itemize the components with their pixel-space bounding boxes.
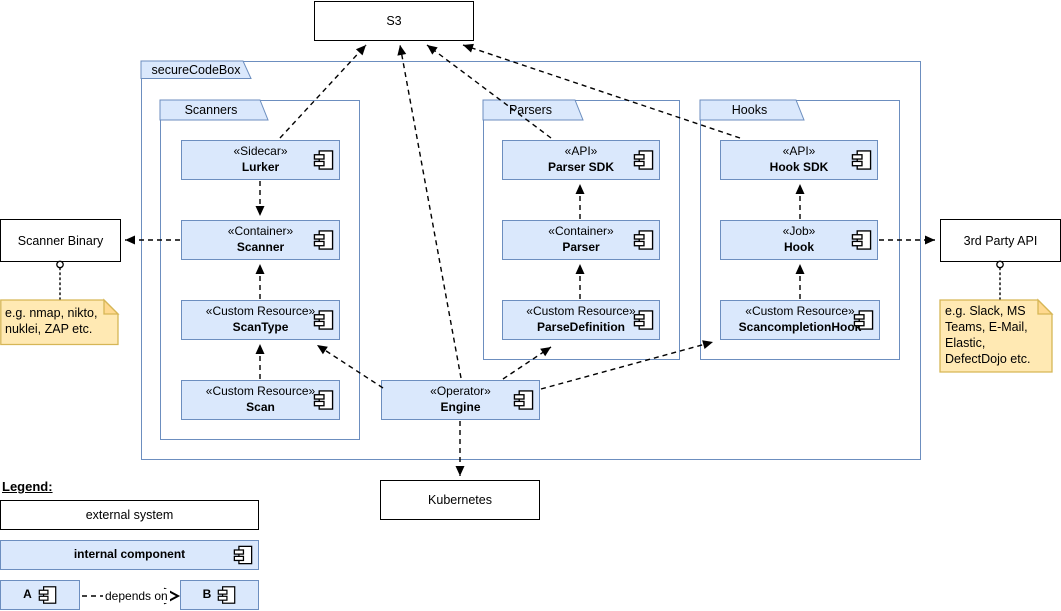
legend-internal-component[interactable]: internal component (0, 540, 259, 570)
legend-internal-component-label: internal component (73, 547, 186, 562)
note-anchor-scanner-binary (56, 260, 64, 269)
node-kubernetes[interactable]: Kubernetes (380, 480, 540, 520)
component-scantype[interactable]: «Custom Resource» ScanType (181, 300, 340, 340)
component-icon (633, 150, 654, 170)
component-icon (313, 230, 334, 250)
legend-node-a-label: A (23, 587, 32, 602)
component-name: Scanner (236, 240, 285, 254)
component-name: Hook SDK (769, 160, 829, 174)
legend-external-system[interactable]: external system (0, 500, 259, 530)
component-stereotype: «Custom Resource» (526, 304, 636, 319)
component-icon (218, 586, 236, 604)
component-stereotype: «API» (782, 144, 816, 159)
component-stereotype: «Operator» (430, 384, 491, 399)
component-icon (513, 390, 534, 410)
component-stereotype: «Sidecar» (233, 144, 288, 159)
component-name: ParseDefinition (536, 320, 626, 334)
group-hooks-label: Hooks (731, 103, 768, 117)
component-icon (633, 230, 654, 250)
component-name: Parser (562, 240, 600, 254)
component-name: Engine (440, 400, 481, 414)
component-parser[interactable]: «Container» Parser (502, 220, 660, 260)
component-parser-sdk[interactable]: «API» Parser SDK (502, 140, 660, 180)
node-scanner-binary-label: Scanner Binary (17, 233, 104, 248)
component-lurker[interactable]: «Sidecar» Lurker (181, 140, 340, 180)
component-icon (313, 150, 334, 170)
component-stereotype: «Container» (227, 224, 294, 239)
legend-title: Legend: (2, 479, 53, 494)
component-name: Hook (784, 240, 814, 254)
note-scanner-binary-text: e.g. nmap, nikto, nuklei, ZAP etc. (5, 306, 98, 336)
note-anchor-third-party (996, 260, 1004, 269)
component-hook-sdk[interactable]: «API» Hook SDK (720, 140, 878, 180)
component-scan[interactable]: «Custom Resource» Scan (181, 380, 340, 420)
component-stereotype: «Job» (782, 224, 816, 239)
component-name: ScanType (232, 320, 289, 334)
component-icon (38, 586, 57, 604)
component-name: Scan (246, 400, 275, 414)
component-icon (633, 310, 654, 330)
component-parse-definition[interactable]: «Custom Resource» ParseDefinition (502, 300, 660, 340)
legend-node-b[interactable]: B (180, 580, 259, 610)
component-scancompletion-hook[interactable]: «Custom Resource» ScancompletionHook (720, 300, 880, 340)
component-stereotype: «Custom Resource» (745, 304, 855, 319)
node-kubernetes-label: Kubernetes (428, 493, 492, 507)
component-icon (313, 390, 334, 410)
legend-depends-on-label: depends on (103, 589, 170, 603)
node-s3-label: S3 (386, 14, 402, 28)
component-scanner[interactable]: «Container» Scanner (181, 220, 340, 260)
node-s3[interactable]: S3 (314, 1, 474, 41)
component-icon (851, 150, 872, 170)
component-icon (853, 310, 874, 330)
component-icon (233, 545, 253, 565)
component-stereotype: «Custom Resource» (205, 384, 316, 399)
node-third-party-api-label: 3rd Party API (963, 233, 1038, 248)
component-name: ScancompletionHook (738, 320, 862, 334)
legend-node-b-label: B (202, 587, 212, 602)
component-icon (313, 310, 334, 330)
node-scanner-binary[interactable]: Scanner Binary (0, 219, 121, 262)
legend-node-a[interactable]: A (0, 580, 80, 610)
note-third-party-text: e.g. Slack, MS Teams, E-Mail, Elastic, D… (945, 304, 1031, 366)
component-engine[interactable]: «Operator» Engine (381, 380, 540, 420)
group-scanners-label: Scanners (184, 103, 238, 117)
node-third-party-api[interactable]: 3rd Party API (940, 219, 1061, 262)
component-name: Lurker (241, 160, 280, 174)
component-stereotype: «Custom Resource» (205, 304, 316, 319)
component-hook[interactable]: «Job» Hook (720, 220, 878, 260)
legend-external-system-label: external system (85, 508, 174, 522)
component-stereotype: «API» (564, 144, 598, 159)
component-name: Parser SDK (547, 160, 615, 174)
group-parsers-label: Parsers (508, 103, 553, 117)
component-stereotype: «Container» (548, 224, 614, 239)
component-icon (851, 230, 872, 250)
frame-securecodebox-label: secureCodeBox (151, 63, 241, 77)
